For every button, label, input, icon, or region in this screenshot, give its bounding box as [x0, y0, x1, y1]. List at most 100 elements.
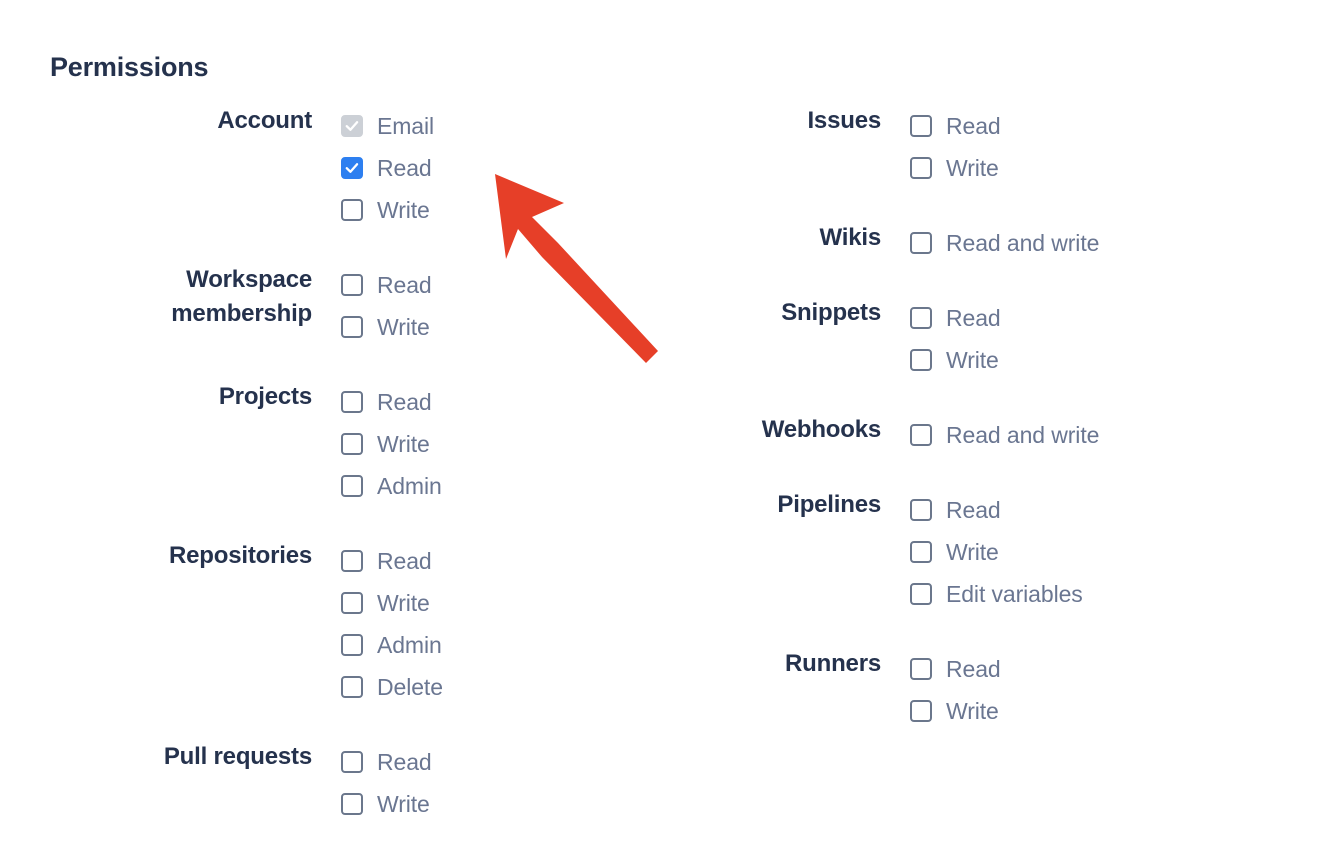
- permission-option-row[interactable]: Write: [910, 531, 1190, 573]
- checkbox-label[interactable]: Read: [946, 113, 1001, 139]
- checkbox-read[interactable]: [910, 658, 932, 680]
- checkbox-label[interactable]: Edit variables: [946, 581, 1083, 607]
- checkbox-label[interactable]: Write: [377, 197, 430, 223]
- permission-option-row[interactable]: Write: [341, 582, 560, 624]
- checkbox-label[interactable]: Write: [377, 314, 430, 340]
- checkbox-label[interactable]: Read: [377, 155, 432, 181]
- permission-option-row[interactable]: Read: [341, 381, 560, 423]
- checkbox-label[interactable]: Delete: [377, 674, 443, 700]
- permission-group-label: Pipelines: [570, 488, 910, 522]
- permission-option-row[interactable]: Email: [341, 105, 560, 147]
- permission-option-row[interactable]: Read: [910, 297, 1190, 339]
- permission-option-list: Read and write: [910, 221, 1190, 264]
- checkbox-write[interactable]: [910, 349, 932, 371]
- permission-option-row[interactable]: Admin: [341, 624, 560, 666]
- checkbox-label[interactable]: Admin: [377, 473, 442, 499]
- permission-option-row[interactable]: Write: [341, 306, 560, 348]
- permission-option-row[interactable]: Write: [910, 339, 1190, 381]
- checkbox-delete[interactable]: [341, 676, 363, 698]
- checkbox-read[interactable]: [341, 751, 363, 773]
- checkbox-write[interactable]: [341, 199, 363, 221]
- permission-option-row[interactable]: Read: [910, 105, 1190, 147]
- checkbox-write[interactable]: [910, 157, 932, 179]
- checkbox-label[interactable]: Write: [377, 431, 430, 457]
- permission-group-label: Wikis: [570, 221, 910, 255]
- checkbox-label[interactable]: Read: [946, 656, 1001, 682]
- checkbox-read[interactable]: [910, 307, 932, 329]
- permission-option-row[interactable]: Read: [341, 741, 560, 783]
- checkbox-edit-variables[interactable]: [910, 583, 932, 605]
- checkbox-label[interactable]: Admin: [377, 632, 442, 658]
- permission-option-row[interactable]: Read and write: [910, 222, 1190, 264]
- checkbox-admin[interactable]: [341, 475, 363, 497]
- permission-option-row[interactable]: Write: [341, 783, 560, 825]
- checkbox-label[interactable]: Write: [377, 791, 430, 817]
- permission-option-row[interactable]: Edit variables: [910, 573, 1190, 615]
- checkbox-label[interactable]: Read and write: [946, 422, 1100, 448]
- permission-option-row[interactable]: Write: [341, 423, 560, 465]
- checkbox-label[interactable]: Read: [946, 497, 1001, 523]
- permission-group-label-line: Account: [217, 107, 312, 134]
- checkbox-read[interactable]: [910, 115, 932, 137]
- checkbox-admin[interactable]: [341, 634, 363, 656]
- checkbox-read[interactable]: [341, 550, 363, 572]
- permission-option-row[interactable]: Read: [910, 489, 1190, 531]
- checkbox-read-and-write[interactable]: [910, 232, 932, 254]
- permission-option-row[interactable]: Read: [341, 147, 560, 189]
- checkbox-label[interactable]: Read: [377, 389, 432, 415]
- permission-group-label-line: Workspace: [186, 266, 312, 293]
- checkbox-write[interactable]: [910, 700, 932, 722]
- checkbox-read[interactable]: [910, 499, 932, 521]
- checkbox-label[interactable]: Write: [946, 347, 999, 373]
- permission-option-row[interactable]: Admin: [341, 465, 560, 507]
- checkbox-label[interactable]: Read: [946, 305, 1001, 331]
- checkbox-label[interactable]: Write: [946, 539, 999, 565]
- check-icon: [343, 159, 361, 177]
- checkbox-write[interactable]: [341, 316, 363, 338]
- checkbox-label[interactable]: Read: [377, 749, 432, 775]
- checkbox-label[interactable]: Read: [377, 272, 432, 298]
- checkbox-write[interactable]: [341, 433, 363, 455]
- permission-group-label-line: Projects: [218, 383, 312, 410]
- permission-option-row[interactable]: Write: [341, 189, 560, 231]
- permission-option-list: Read and write: [910, 413, 1190, 456]
- permission-option-row[interactable]: Delete: [341, 666, 560, 708]
- permission-group-label-line: Wikis: [819, 224, 882, 251]
- checkbox-label[interactable]: Write: [946, 698, 999, 724]
- checkbox-label[interactable]: Email: [377, 113, 435, 139]
- checkbox-read[interactable]: [341, 157, 363, 179]
- checkbox-read[interactable]: [341, 391, 363, 413]
- checkbox-label[interactable]: Write: [377, 590, 430, 616]
- permission-group-label-line: Pull requests: [163, 743, 312, 770]
- checkbox-write[interactable]: [341, 592, 363, 614]
- permission-group-label-line: Webhooks: [761, 416, 882, 443]
- permission-group-label-line: Runners: [785, 650, 881, 677]
- checkbox-read[interactable]: [341, 274, 363, 296]
- permission-group-label: Runners: [570, 647, 910, 681]
- permission-option-row[interactable]: Read: [910, 648, 1190, 690]
- checkbox-read-and-write[interactable]: [910, 424, 932, 446]
- checkbox-label[interactable]: Read and write: [946, 230, 1100, 256]
- permission-option-row[interactable]: Read: [341, 264, 560, 306]
- permission-option-row[interactable]: Read and write: [910, 414, 1190, 456]
- checkbox-write[interactable]: [910, 541, 932, 563]
- check-icon: [343, 117, 361, 135]
- permission-option-row[interactable]: Write: [910, 147, 1190, 189]
- permission-option-row[interactable]: Write: [910, 690, 1190, 732]
- permission-option-row[interactable]: Read: [341, 540, 560, 582]
- checkbox-label[interactable]: Write: [946, 155, 999, 181]
- checkbox-label[interactable]: Read: [377, 548, 432, 574]
- checkbox-write[interactable]: [341, 793, 363, 815]
